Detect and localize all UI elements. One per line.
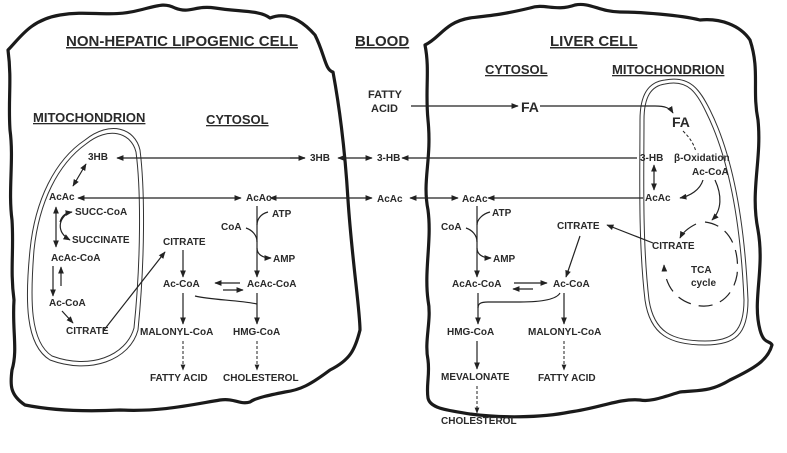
node-liver-mito-ac-coa: Ac-CoA [692,167,729,178]
arrow-accoa-join-hmg-liver [477,292,561,309]
arrow-succ-coa-succinate [59,211,71,241]
node-liver-mito-3hb: 3-HB [640,153,663,164]
blood-title: BLOOD [355,33,409,50]
node-left-mito-succinate: SUCCINATE [72,235,130,246]
node-left-cyto-acac: AcAc [246,193,272,204]
node-liver-cyto-fa: FA [521,99,539,115]
node-left-cyto-citrate: CITRATE [163,237,206,248]
node-liver-mito-tca-1: TCA [691,265,712,276]
node-left-mito-succ-coa: SUCC-CoA [75,207,127,218]
node-liver-cyto-acac: AcAc [462,194,488,205]
arrow-accoa-join-hmg-left [194,295,258,305]
arrow-citrate-accoa-liver [565,235,581,278]
liver-mitochondrion-inner [643,82,745,342]
arrow-coa-liver [465,227,478,243]
node-left-mito-acac: AcAc [49,192,75,203]
node-liver-cyto-cholesterol: CHOLESTEROL [441,416,517,427]
node-liver-cyto-fatty-acid: FATTY ACID [538,373,596,384]
liver-cell-title: LIVER CELL [550,33,638,50]
node-liver-cyto-atp: ATP [492,208,512,219]
node-left-cyto-3hb: 3HB [310,153,330,164]
node-blood-fatty-acid-1: FATTY [368,89,403,101]
node-left-cyto-malonyl-coa: MALONYL-CoA [140,327,213,338]
node-left-cyto-acac-coa: AcAc-CoA [247,279,296,290]
arrow-3hb-acac-mito [72,163,87,187]
arrow-atp-liver [476,211,491,226]
node-left-cyto-amp: AMP [273,254,296,265]
arrow-citrate-export-left [103,251,166,331]
arrow-accoa-tca [711,179,721,221]
node-liver-cyto-mevalonate: MEVALONATE [441,372,510,383]
left-cell-title: NON-HEPATIC LIPOGENIC CELL [66,33,298,50]
node-left-mito-citrate: CITRATE [66,326,109,337]
liver-cell-membrane [423,2,774,419]
arrow-amp-liver [476,247,492,261]
left-mito-label: MITOCHONDRION [33,110,145,125]
node-liver-mito-acac: AcAc [645,193,671,204]
node-left-mito-3hb: 3HB [88,152,108,163]
node-liver-cyto-ac-coa: Ac-CoA [553,279,590,290]
node-blood-3hb: 3-HB [377,153,400,164]
arrow-accoa-citrate-mito [61,310,74,324]
arrow-fa-to-mito [540,105,674,114]
liver-mitochondrion-outer [639,78,749,346]
node-left-mito-ac-coa: Ac-CoA [49,298,86,309]
node-left-cyto-hmg-coa: HMG-CoA [233,327,280,338]
tca-arrow-into-citrate [679,223,697,239]
node-left-cyto-ac-coa: Ac-CoA [163,279,200,290]
liver-cytosol-label: CYTOSOL [485,62,548,77]
node-blood-acac: AcAc [377,194,403,205]
node-liver-cyto-malonyl-coa: MALONYL-CoA [528,327,601,338]
arrow-succ-coa-start [59,210,73,223]
node-left-cyto-coa: CoA [221,222,242,233]
liver-mito-label: MITOCHONDRION [612,62,724,77]
node-blood-fatty-acid-2: ACID [371,103,398,115]
arrow-coa-left [245,227,258,243]
node-liver-cyto-citrate: CITRATE [557,221,600,232]
node-liver-mito-beta-oxidation: β-Oxidation [674,153,730,164]
arrow-amp-left [256,247,272,261]
arrow-accoa-acac-liver [679,179,704,200]
left-cell-membrane [6,3,362,413]
arrow-atp-left [256,211,269,226]
tca-cycle-loop [661,221,739,307]
node-liver-cyto-acac-coa: AcAc-CoA [452,279,501,290]
node-liver-cyto-amp: AMP [493,254,516,265]
node-liver-cyto-coa: CoA [441,222,462,233]
node-left-cyto-cholesterol: CHOLESTEROL [223,373,299,384]
node-left-cyto-atp: ATP [272,209,292,220]
arrow-citrate-export-liver [606,224,654,244]
node-left-mito-acac-coa: AcAc-CoA [51,253,100,264]
left-mitochondrion-outer [26,128,145,367]
left-cytosol-label: CYTOSOL [206,112,269,127]
left-mitochondrion-inner [31,132,141,362]
node-left-cyto-fatty-acid: FATTY ACID [150,373,208,384]
node-liver-mito-citrate: CITRATE [652,241,695,252]
node-liver-cyto-hmg-coa: HMG-CoA [447,327,494,338]
node-liver-mito-tca-2: cycle [691,278,716,289]
arrow-fa-beta-oxidation [682,130,697,153]
node-liver-mito-fa: FA [672,114,690,130]
